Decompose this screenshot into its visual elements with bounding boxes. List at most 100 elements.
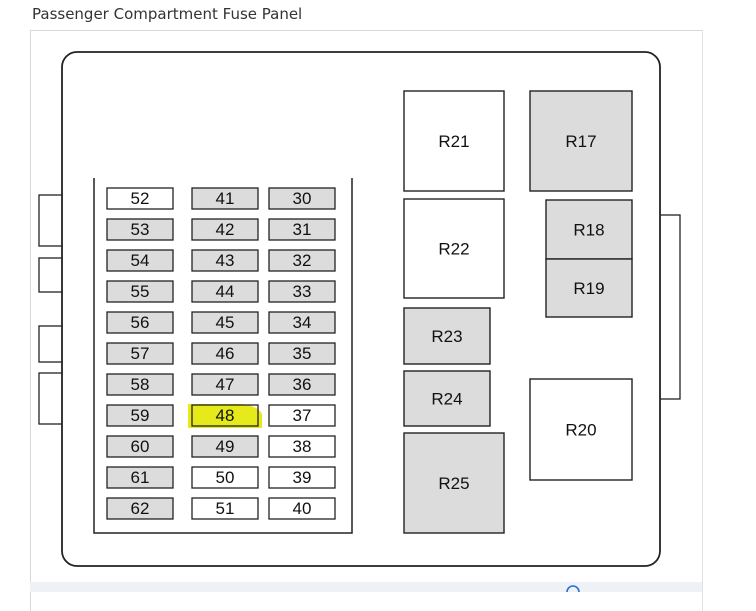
fuse-box: [191, 342, 259, 365]
relay-label: R23: [431, 327, 462, 346]
relay-r23[interactable]: R23: [403, 307, 491, 365]
zoom-icon[interactable]: [564, 583, 584, 592]
fuse-33[interactable]: 33: [268, 280, 336, 303]
fuse-number: 31: [293, 220, 312, 239]
connector-tab: [38, 372, 64, 425]
relay-r22[interactable]: R22: [403, 198, 505, 299]
fuse-box: [106, 280, 174, 303]
fuse-53[interactable]: 53: [106, 218, 174, 241]
relay-box: [529, 378, 633, 481]
fuse-box: [268, 280, 336, 303]
relay-label: R20: [565, 421, 596, 440]
fuse-number: 32: [293, 251, 312, 270]
fuse-number: 55: [131, 282, 150, 301]
fuse-36[interactable]: 36: [268, 373, 336, 396]
fuse-38[interactable]: 38: [268, 435, 336, 458]
fuse-number: 44: [216, 282, 235, 301]
relay-r19[interactable]: R19: [545, 258, 633, 318]
left-connector-tabs: [38, 194, 64, 425]
fuse-45[interactable]: 45: [191, 311, 259, 334]
fuse-41[interactable]: 41: [191, 187, 259, 210]
fuse-47[interactable]: 47: [191, 373, 259, 396]
relay-label: R17: [565, 132, 596, 151]
fuse-51[interactable]: 51: [191, 497, 259, 520]
relay-r21[interactable]: R21: [403, 90, 505, 192]
fuse-box: [106, 497, 174, 520]
fuse-box: [106, 373, 174, 396]
relay-r24[interactable]: R24: [403, 370, 491, 427]
fuse-46[interactable]: 46: [191, 342, 259, 365]
fuse-40[interactable]: 40: [268, 497, 336, 520]
fuse-box: [106, 466, 174, 489]
fuse-48[interactable]: 48: [191, 404, 259, 427]
relay-box: [403, 90, 505, 192]
fuse-48-highlight: [188, 404, 262, 428]
fuse-panel-diagram: 52 53 54 55 56 57 58 59 60 61 62 41 42 43 44 45 46 47 48 49…: [38, 51, 681, 567]
relay-r20[interactable]: R20: [529, 378, 633, 481]
fuse-61[interactable]: 61: [106, 466, 174, 489]
fuse-grid: 52 53 54 55 56 57 58 59 60 61 62 41 42 43 44 45 46 47 48 49…: [106, 187, 336, 520]
connector-tab: [38, 257, 64, 293]
relay-box: [529, 90, 633, 192]
fuse-box: [106, 435, 174, 458]
fuse-31[interactable]: 31: [268, 218, 336, 241]
fuse-55[interactable]: 55: [106, 280, 174, 303]
fuse-number: 50: [216, 468, 235, 487]
relay-label: R21: [438, 132, 469, 151]
fuse-57[interactable]: 57: [106, 342, 174, 365]
fuse-34[interactable]: 34: [268, 311, 336, 334]
fuse-52[interactable]: 52: [106, 187, 174, 210]
fuse-number: 37: [293, 406, 312, 425]
fuse-58[interactable]: 58: [106, 373, 174, 396]
fuse-box: [268, 249, 336, 272]
fuse-number: 33: [293, 282, 312, 301]
fuse-30[interactable]: 30: [268, 187, 336, 210]
card-footer: [30, 582, 702, 592]
fuse-number: 39: [293, 468, 312, 487]
connector-tab: [38, 325, 64, 363]
fuse-number: 43: [216, 251, 235, 270]
fuse-number: 47: [216, 375, 235, 394]
fuse-box: [191, 466, 259, 489]
fuse-62[interactable]: 62: [106, 497, 174, 520]
fuse-54[interactable]: 54: [106, 249, 174, 272]
fuse-box: [268, 435, 336, 458]
fuse-50[interactable]: 50: [191, 466, 259, 489]
fuse-box: [191, 311, 259, 334]
fuse-box: [191, 373, 259, 396]
fuse-59[interactable]: 59: [106, 404, 174, 427]
fuse-44[interactable]: 44: [191, 280, 259, 303]
fuse-39[interactable]: 39: [268, 466, 336, 489]
fuse-box: [106, 249, 174, 272]
fuse-number: 30: [293, 189, 312, 208]
fuse-box: [191, 435, 259, 458]
fuse-37[interactable]: 37: [268, 404, 336, 427]
fuse-60[interactable]: 60: [106, 435, 174, 458]
fuse-43[interactable]: 43: [191, 249, 259, 272]
fuse-number: 59: [131, 406, 150, 425]
fuse-number: 48: [216, 406, 235, 425]
fuse-35[interactable]: 35: [268, 342, 336, 365]
fuse-box: [191, 404, 259, 427]
relay-box: [403, 198, 505, 299]
fuse-56[interactable]: 56: [106, 311, 174, 334]
fuse-number: 49: [216, 437, 235, 456]
fuse-box: [191, 280, 259, 303]
fuse-box: [106, 342, 174, 365]
fuse-box: [106, 404, 174, 427]
fuse-box: [268, 497, 336, 520]
fuse-number: 38: [293, 437, 312, 456]
fuse-32[interactable]: 32: [268, 249, 336, 272]
fuse-box: [191, 218, 259, 241]
fuse-number: 42: [216, 220, 235, 239]
fuse-number: 54: [131, 251, 150, 270]
fuse-42[interactable]: 42: [191, 218, 259, 241]
relay-r25[interactable]: R25: [403, 432, 505, 534]
fuse-box: [106, 218, 174, 241]
fuse-49[interactable]: 49: [191, 435, 259, 458]
relay-box: [545, 258, 633, 318]
relay-r18[interactable]: R18: [545, 199, 633, 260]
relay-label: R18: [573, 221, 604, 240]
relay-r17[interactable]: R17: [529, 90, 633, 192]
